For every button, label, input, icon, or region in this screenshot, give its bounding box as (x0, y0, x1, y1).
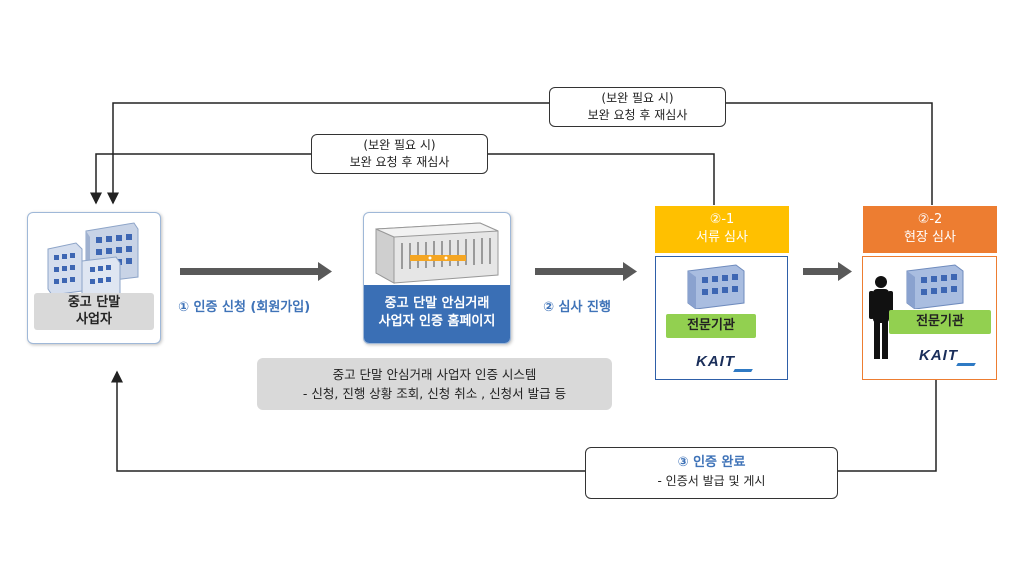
completion-title: ③ 인증 완료 (677, 455, 746, 470)
office-building-icon (687, 264, 745, 309)
homepage-label: 중고 단말 안심거래 사업자 인증 홈페이지 (364, 285, 510, 343)
site-review-header: ②-2 현장 심사 (863, 206, 997, 253)
completion-note: ③ 인증 완료 - 인증서 발급 및 게시 (585, 447, 838, 499)
recheck-inner-line1: (보완 필요 시) (363, 138, 436, 152)
recheck-outer-line (107, 102, 933, 205)
site-review-title: 현장 심사 (904, 230, 956, 245)
business-label-line1: 중고 단말 (67, 295, 121, 310)
recheck-outer-line2: 보완 요청 후 재심사 (587, 108, 688, 122)
doc-review-box: 전문기관 KAIT (655, 256, 788, 380)
doc-review-title: 서류 심사 (696, 230, 748, 245)
site-review-logo-swoosh (956, 363, 976, 366)
completion-detail: - 인증서 발급 및 게시 (657, 474, 766, 488)
business-label-line2: 사업자 (76, 312, 112, 327)
step1-label: ① 인증 신청 (회원가입) (178, 300, 311, 315)
arrow-to-homepage (180, 262, 332, 281)
homepage-label-line1: 중고 단말 안심거래 (384, 296, 490, 311)
site-review-number: ②-2 (917, 212, 943, 227)
step2-label: ② 심사 진행 (543, 300, 611, 315)
recheck-outer-note: (보완 필요 시) 보완 요청 후 재심사 (549, 87, 726, 127)
doc-review-logo: KAIT (696, 353, 735, 370)
doc-review-org: 전문기관 (666, 314, 756, 338)
completion-line (111, 370, 937, 472)
arrow-to-site-review (803, 262, 852, 281)
doc-review-header: ②-1 서류 심사 (655, 206, 789, 253)
homepage-label-line2: 사업자 인증 홈페이지 (378, 314, 496, 329)
doc-review-number: ②-1 (709, 212, 735, 227)
system-note-line1: 중고 단말 안심거래 사업자 인증 시스템 (332, 367, 537, 382)
arrow-to-doc-review (535, 262, 637, 281)
doc-review-logo-swoosh (733, 369, 753, 372)
system-note-line2: - 신청, 진행 상황 조회, 신청 취소 , 신청서 발급 등 (302, 386, 567, 401)
recheck-outer-line1: (보완 필요 시) (601, 91, 674, 105)
homepage-card: 중고 단말 안심거래 사업자 인증 홈페이지 (363, 212, 511, 344)
recheck-inner-line2: 보완 요청 후 재심사 (349, 155, 450, 169)
system-note: 중고 단말 안심거래 사업자 인증 시스템 - 신청, 진행 상황 조회, 신청… (257, 358, 612, 410)
business-label: 중고 단말 사업자 (34, 293, 154, 330)
server-icon (375, 222, 499, 284)
building-icon (47, 222, 139, 297)
business-card: 중고 단말 사업자 (27, 212, 161, 344)
site-review-box: 전문기관 KAIT (862, 256, 997, 380)
site-review-org: 전문기관 (889, 310, 991, 334)
site-review-logo: KAIT (919, 347, 958, 364)
office-building-icon (906, 264, 964, 309)
recheck-inner-note: (보완 필요 시) 보완 요청 후 재심사 (311, 134, 488, 174)
